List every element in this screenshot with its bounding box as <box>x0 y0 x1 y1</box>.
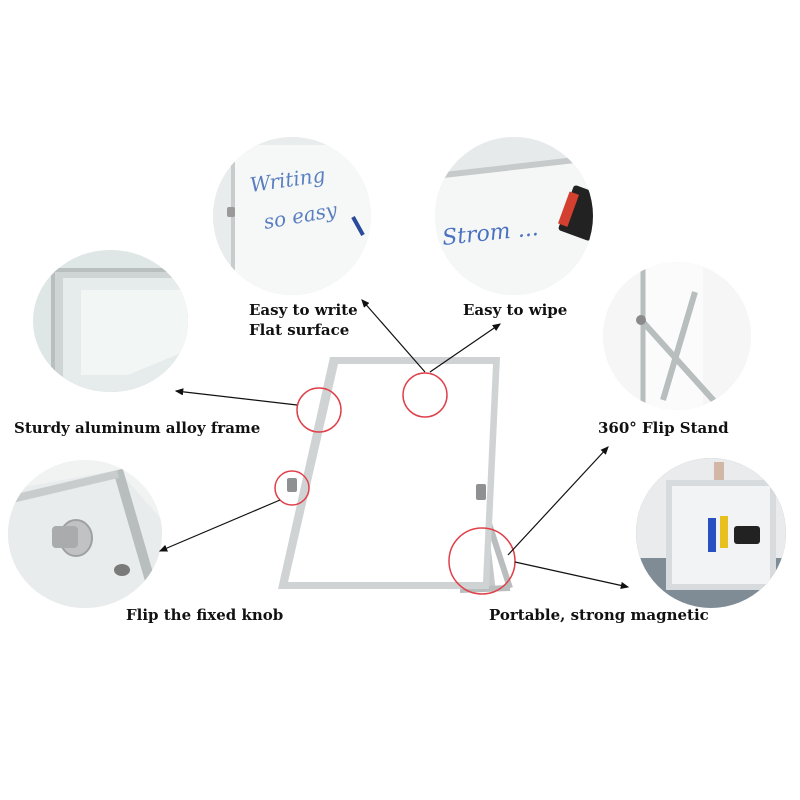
label-knob: Flip the fixed knob <box>126 606 284 624</box>
knob-detail-photo <box>8 460 162 608</box>
label-stand: 360° Flip Stand <box>598 419 729 437</box>
label-wipe: Easy to wipe <box>463 301 568 319</box>
write-detail-photo: Writing so easy <box>213 137 371 295</box>
right-knob <box>476 484 486 500</box>
magnetic-detail-illustration <box>636 458 786 608</box>
knob-detail-illustration <box>8 460 162 608</box>
callout-write <box>402 372 448 418</box>
arrow-write <box>361 299 426 373</box>
wipe-detail-photo: Strom ... <box>435 137 593 295</box>
callout-frame <box>296 387 342 433</box>
arrow-wipe <box>429 323 501 373</box>
arrow-frame <box>174 388 298 406</box>
label-frame: Sturdy aluminum alloy frame <box>14 419 261 437</box>
arrow-stand <box>507 446 609 556</box>
magnetic-detail-photo <box>636 458 786 608</box>
callout-stand <box>448 527 516 595</box>
stand-detail-illustration <box>603 262 751 410</box>
label-write: Easy to write Flat surface <box>249 300 358 340</box>
wipe-detail-illustration: Strom ... <box>435 137 593 295</box>
frame-detail-illustration <box>33 250 188 392</box>
label-magnetic: Portable, strong magnetic <box>489 606 709 624</box>
frame-detail-photo <box>33 250 188 392</box>
label-write-line2: Flat surface <box>249 321 350 339</box>
callout-knob <box>274 470 310 506</box>
left-knob <box>287 478 297 492</box>
label-write-line1: Easy to write <box>249 301 358 319</box>
arrow-magnetic <box>514 561 630 589</box>
arrow-knob <box>158 499 281 552</box>
write-detail-illustration: Writing so easy <box>213 137 371 295</box>
stand-detail-photo <box>603 262 751 410</box>
